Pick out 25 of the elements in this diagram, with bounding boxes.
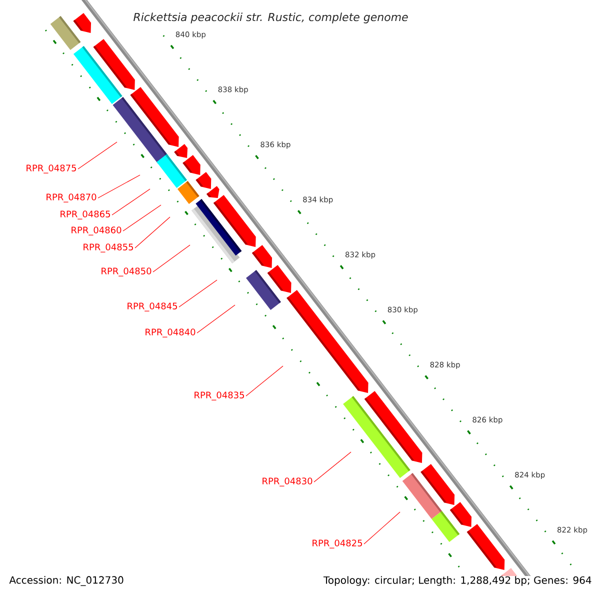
gene-label: RPR_04865 — [60, 210, 110, 220]
leader-line — [78, 142, 118, 170]
title: Rickettsia peacockii str. Rustic, complete genome — [134, 12, 408, 24]
leader-line — [112, 188, 150, 216]
gene-label: RPR_04875 — [26, 164, 76, 174]
gene-label: RPR_04825 — [312, 540, 362, 548]
gene-label: RPR_04850 — [102, 268, 152, 276]
leader-line — [196, 304, 236, 334]
leader-line — [122, 204, 162, 232]
leader-line — [178, 280, 218, 308]
gene-label: RPR_04835 — [194, 392, 244, 400]
gene-label: RPR_04840 — [146, 328, 196, 338]
leader-line — [152, 244, 190, 272]
gene-label: RPR_04860 — [72, 226, 122, 236]
gene-label: RPR_04870 — [46, 194, 96, 202]
leader-line — [246, 366, 284, 396]
leader-line — [364, 512, 400, 544]
gene-label: RPR_04855 — [84, 244, 133, 252]
leader-line — [314, 452, 352, 482]
leader-line — [98, 174, 140, 198]
gene-label: RPR_04845 — [128, 302, 177, 312]
accession-text: Accession: NC_012730 — [9, 576, 124, 586]
leader-line — [134, 216, 170, 248]
genome-stats-text: Topology: circular; Length: 1,288,492 bp; Genes: 964 — [323, 576, 592, 586]
gene-label: RPR_04830 — [262, 478, 312, 486]
